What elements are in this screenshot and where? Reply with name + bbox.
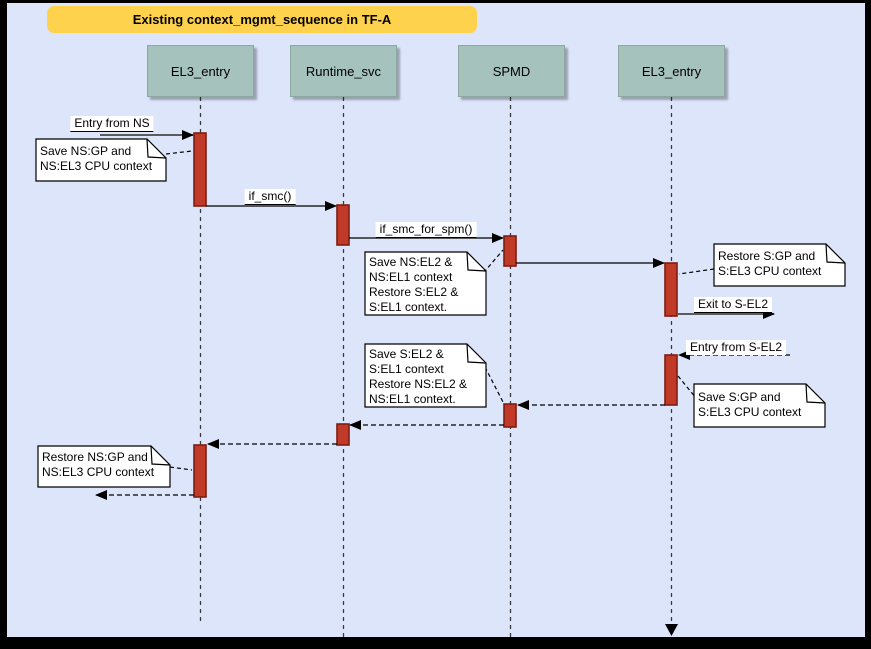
connector-note1 bbox=[165, 150, 193, 155]
activation-el3-entry-right-2 bbox=[664, 354, 678, 406]
note-restore-ns-gp bbox=[37, 445, 171, 488]
activation-el3-entry-2 bbox=[193, 444, 207, 498]
activation-spmd-2 bbox=[503, 403, 517, 428]
activation-runtime-svc-1 bbox=[336, 204, 350, 246]
activation-spmd-1 bbox=[503, 235, 517, 267]
activation-el3-entry-1 bbox=[193, 132, 207, 207]
connector-note5 bbox=[677, 375, 697, 399]
note-save-s-gp bbox=[693, 383, 826, 428]
connector-note3 bbox=[678, 268, 715, 275]
message-arrows bbox=[95, 130, 790, 500]
note-connectors bbox=[165, 150, 715, 471]
connector-note6 bbox=[169, 466, 193, 471]
activation-runtime-svc-2 bbox=[336, 423, 350, 446]
note-restore-s-gp bbox=[713, 243, 846, 287]
connector-note2 bbox=[478, 249, 504, 279]
lifeline-end-arrow-icon bbox=[665, 624, 678, 636]
note-save-ns-el2 bbox=[364, 251, 487, 316]
note-save-s-el2 bbox=[364, 343, 487, 408]
diagram-background bbox=[7, 3, 865, 637]
activation-el3-entry-right-1 bbox=[664, 262, 678, 317]
note-shapes bbox=[35, 138, 846, 488]
note-save-ns-gp bbox=[35, 138, 167, 182]
activation-bars bbox=[193, 132, 678, 498]
